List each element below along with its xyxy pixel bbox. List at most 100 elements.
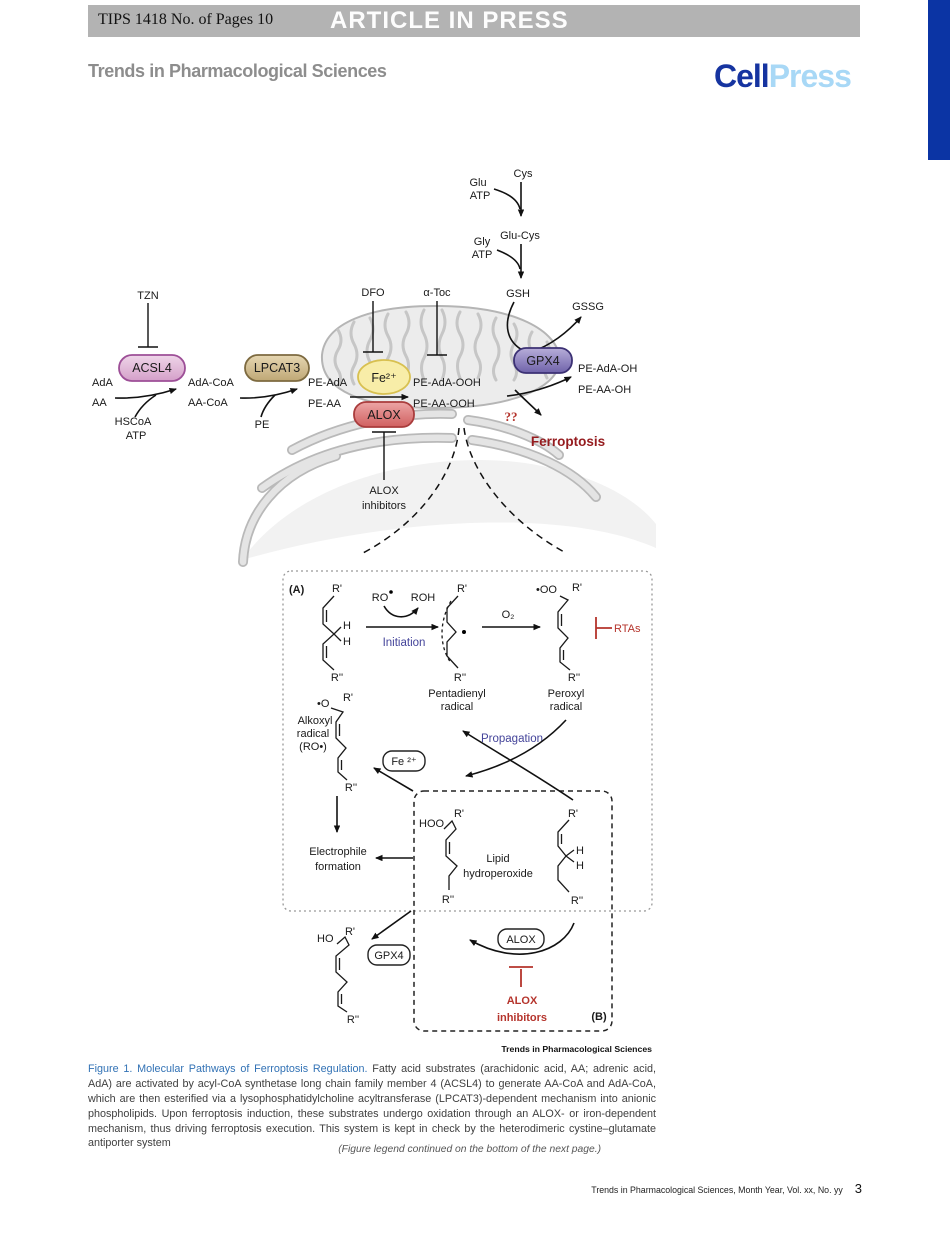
glutathione-cascade: Cys Glu ATP Glu-Cys Gly ATP GSH GSSG (469, 168, 604, 353)
label-pe-ada-ooh: PE-AdA-OOH (413, 377, 481, 389)
label-oo-radical: •OO (536, 584, 557, 596)
label-ho: HO (317, 933, 334, 945)
label-roh: ROH (411, 592, 436, 604)
figure-caption-title: Figure 1. Molecular Pathways of Ferropto… (88, 1063, 368, 1075)
ho-r-dblprime: R'' (347, 1014, 359, 1026)
label-tzn: TZN (137, 290, 158, 302)
label-atp-1: ATP (470, 190, 491, 202)
label-hoo: HOO (419, 818, 445, 830)
arrow-gpx4-products (506, 376, 572, 397)
hoo-r-dblprime: R'' (442, 894, 454, 906)
peroxyl-label-1: Peroxyl (548, 688, 585, 700)
footer-journal-line: Trends in Pharmacological Sciences, Mont… (591, 1185, 843, 1195)
figure-brand-line: Trends in Pharmacological Sciences (501, 1044, 652, 1054)
label-aa: AA (92, 397, 107, 409)
label-o2: O₂ (502, 609, 515, 621)
curve-gly-atp (496, 249, 521, 270)
label-gssg: GSSG (572, 301, 604, 313)
electrophile-label-2: formation (315, 861, 361, 873)
label-pe: PE (255, 419, 270, 431)
s1-h1: H (343, 620, 351, 632)
rtas-inhibition-tbar (595, 617, 612, 639)
gpx4-reduction-arrow (371, 910, 412, 940)
fe2-box (382, 750, 426, 772)
tzn-inhibition-tbar (138, 303, 158, 348)
pent-r-prime: R' (457, 583, 467, 595)
figure-caption-body: Fatty acid substrates (arachidonic acid,… (88, 1063, 656, 1150)
panel-b-label: (B) (591, 1011, 607, 1023)
curve-pe (260, 394, 276, 418)
panel-a-label: (A) (289, 584, 305, 596)
rs-h2: H (576, 860, 584, 872)
alkoxyl-label-3: (RO•) (299, 741, 327, 753)
fe2-ellipse (357, 359, 411, 395)
figure-caption: Figure 1. Molecular Pathways of Ferropto… (88, 1062, 656, 1151)
label-o-radical: •O (317, 698, 330, 710)
gpx4-box (367, 944, 411, 966)
pentadienyl-label-1: Pentadienyl (428, 688, 486, 700)
logo-cell-text: Cell (714, 58, 770, 94)
alox-inhibitors-red-1: ALOX (507, 995, 538, 1007)
label-ada-coa: AdA-CoA (188, 377, 235, 389)
label-ada: AdA (92, 377, 113, 389)
arrow-to-ferroptosis (514, 389, 542, 416)
zoom-guide-right (463, 427, 567, 554)
per-r-dblprime: R'' (568, 672, 580, 684)
rs-h1: H (576, 845, 584, 857)
label-alpha-toc: α-Toc (423, 287, 451, 299)
label-ferroptosis: Ferroptosis (531, 434, 605, 449)
article-in-press-banner: TIPS 1418 No. of Pages 10 ARTICLE IN PRE… (88, 5, 860, 37)
pentadienyl-radical-dot (462, 630, 466, 634)
label-initiation: Initiation (383, 637, 426, 649)
fe2-box-label: Fe ²⁺ (391, 756, 417, 768)
journal-title: Trends in Pharmacological Sciences (88, 61, 387, 81)
label-gsh: GSH (506, 288, 530, 300)
logo-press-text: Press (768, 58, 852, 94)
figure-1-diagram: Cys Glu ATP Glu-Cys Gly ATP GSH GSSG TZN… (92, 168, 656, 1032)
arrow-acsl4 (114, 387, 177, 399)
alox-label: ALOX (367, 408, 401, 422)
lipid-label-2: hydroperoxide (463, 868, 533, 880)
rs-r-dblprime: R'' (571, 895, 583, 907)
gpx4-box-label: GPX4 (374, 950, 403, 962)
label-pe-aa-ooh: PE-AA-OOH (413, 398, 475, 410)
electrophile-label-1: Electrophile (309, 846, 366, 858)
lpcat3-pill (244, 354, 310, 382)
alk-r-prime: R' (343, 692, 353, 704)
fe2-label: Fe²⁺ (371, 371, 396, 385)
alox-inhibitors-tbar (372, 431, 396, 480)
panel-b: HO R' R'' GPX4 ALOX ALOX inhibitors (B) (317, 910, 607, 1026)
footer-page-number: 3 (854, 1181, 862, 1196)
s1-r-dblprime: R'' (331, 672, 343, 684)
label-hscoa: HSCoA (115, 416, 152, 428)
initiation-arc (383, 605, 419, 618)
lipid-label-1: Lipid (486, 853, 509, 865)
cytosol-shading (242, 459, 656, 560)
cellpress-logo: CellPress (714, 58, 852, 95)
label-rtas: RTAs (614, 623, 641, 635)
label-dfo: DFO (361, 287, 385, 299)
label-aa-coa: AA-CoA (188, 397, 228, 409)
alox-box-label: ALOX (506, 934, 536, 946)
label-glu-cys: Glu-Cys (500, 230, 540, 242)
ro-radical-dot (389, 590, 393, 594)
er-membranes (238, 408, 656, 567)
label-pe-ada-oh: PE-AdA-OH (578, 363, 637, 375)
caption-continued-note: (Figure legend continued on the bottom o… (338, 1144, 601, 1155)
manuscript-code: TIPS 1418 No. of Pages 10 (98, 11, 274, 28)
banner-title: ARTICLE IN PRESS (330, 7, 569, 34)
pentadienyl-label-2: radical (441, 701, 473, 713)
hoo-r-prime: R' (454, 808, 464, 820)
alkoxyl-label-2: radical (297, 728, 329, 740)
gpx4-label: GPX4 (526, 354, 559, 368)
peroxyl-label-2: radical (550, 701, 582, 713)
alox-inhibitors-red-tbar (509, 966, 533, 987)
label-pe-aa-oh: PE-AA-OH (578, 384, 631, 396)
zoom-guide-left (362, 427, 460, 554)
label-ro-radical: RO (372, 592, 389, 604)
ho-r-prime: R' (345, 926, 355, 938)
alox-inhibitors-red-2: inhibitors (497, 1012, 547, 1024)
alox-pill (353, 401, 415, 428)
propagation-arc-up (462, 730, 574, 801)
s1-h2: H (343, 636, 351, 648)
